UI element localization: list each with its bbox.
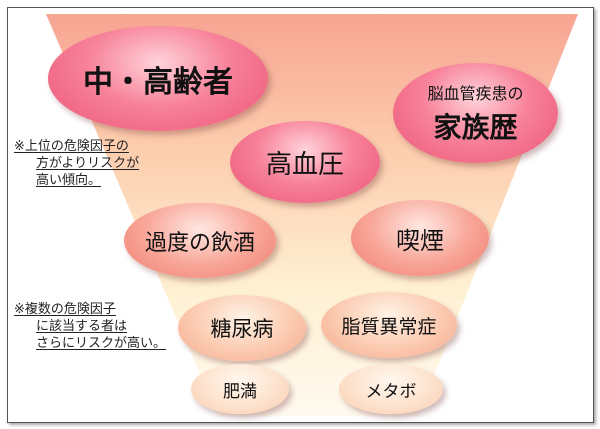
bubble-family-history: 脳血管疾患の 家族歴 [393, 63, 558, 163]
bubble-smoking: 喫煙 [351, 200, 489, 276]
bubble-dyslipidemia: 脂質異常症 [321, 292, 457, 358]
bubble-heavy-drinking: 過度の飲酒 [124, 203, 276, 278]
bubble-middle-and-elderly: 中・高齢者 [48, 26, 268, 131]
note-multiple-factors: ※複数の危険因子 に該当する者は さらにリスクが高い。 [14, 302, 167, 351]
bubble-obesity: 肥満 [191, 364, 289, 414]
bubble-metabolic-syndrome: メタボ [339, 364, 443, 414]
diagram-frame: 中・高齢者 脳血管疾患の 家族歴 高血圧 過度の飲酒 喫煙 糖尿病 脂質異常症 … [7, 7, 594, 423]
bubble-hypertension: 高血圧 [230, 121, 380, 203]
note-higher-rank: ※上位の危険因子の 方がよりリスクが 高い傾向。 [14, 139, 140, 188]
bubble-diabetes: 糖尿病 [178, 295, 306, 361]
